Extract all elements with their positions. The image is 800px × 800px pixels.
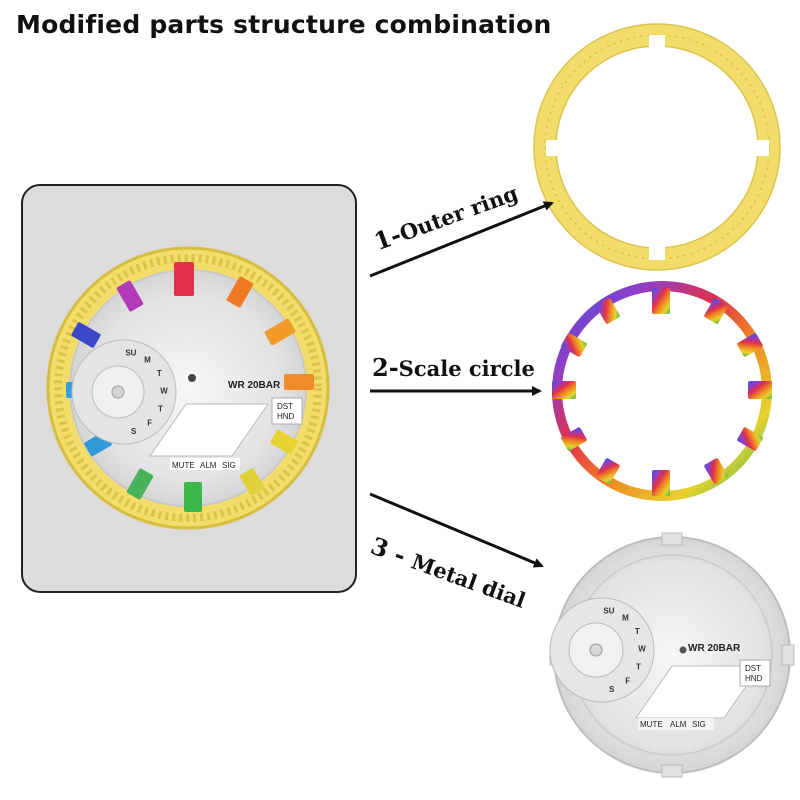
metal-day-letter: T bbox=[636, 662, 641, 671]
metal-day-letter: S bbox=[609, 685, 615, 694]
metal-day-letter: F bbox=[625, 677, 630, 686]
arrow-outer-ring bbox=[369, 201, 554, 278]
assembled-day-letter: S bbox=[131, 427, 137, 436]
hnd-label: HND bbox=[277, 412, 295, 421]
metal-wr-label: WR 20BAR bbox=[688, 643, 741, 654]
metal-hnd-label: HND bbox=[745, 674, 763, 683]
scale-circle-label: 2-Scale circle bbox=[372, 353, 535, 382]
sig-label: SIG bbox=[222, 461, 236, 470]
assembled-day-letter: T bbox=[158, 404, 163, 413]
assembled-day-letter: SU bbox=[125, 349, 136, 358]
metal-mute-label: MUTE bbox=[640, 720, 663, 729]
scale-circle-text: Scale circle bbox=[398, 356, 535, 381]
scale-circle-number: 2- bbox=[372, 353, 399, 382]
metal-day-letter: W bbox=[638, 645, 646, 654]
assembled-day-letter: F bbox=[147, 419, 152, 428]
wr-label: WR 20BAR bbox=[228, 380, 281, 391]
dst-label: DST bbox=[277, 402, 293, 411]
metal-alm-label: ALM bbox=[670, 720, 687, 729]
metal-day-letter: SU bbox=[603, 607, 614, 616]
assembled-day-letter: M bbox=[144, 356, 151, 365]
page-title: Modified parts structure combination bbox=[16, 10, 552, 39]
mute-label: MUTE bbox=[172, 461, 195, 470]
arrow-metal-dial bbox=[369, 492, 544, 568]
metal-sig-label: SIG bbox=[692, 720, 706, 729]
metal-day-letter: T bbox=[635, 627, 640, 636]
outer-ring-part bbox=[533, 23, 781, 271]
metal-day-letter: M bbox=[622, 614, 629, 623]
assembled-day-letter: W bbox=[160, 387, 168, 396]
assembled-day-letter: T bbox=[157, 369, 162, 378]
metal-dial-part bbox=[549, 532, 795, 778]
metal-dst-label: DST bbox=[745, 664, 761, 673]
scale-circle-part bbox=[552, 281, 772, 501]
assembled-dial bbox=[46, 246, 330, 530]
alm-label: ALM bbox=[200, 461, 217, 470]
